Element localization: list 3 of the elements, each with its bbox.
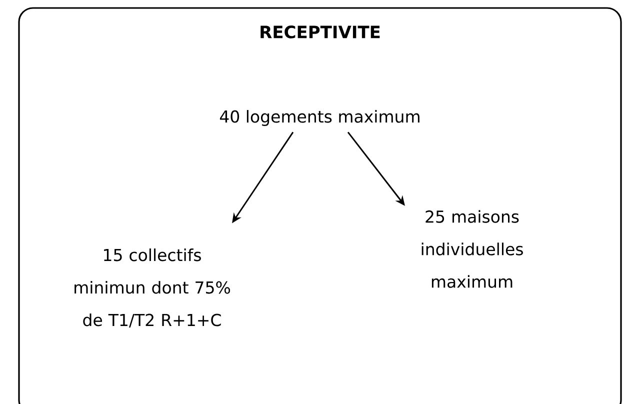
text-label: 40 logements maximum <box>220 110 420 126</box>
text-label: 15 collectifs minimun dont 75% de T1/T2 R+1+C <box>74 248 230 328</box>
text-label: 25 maisons individuelles maximum <box>422 210 523 288</box>
